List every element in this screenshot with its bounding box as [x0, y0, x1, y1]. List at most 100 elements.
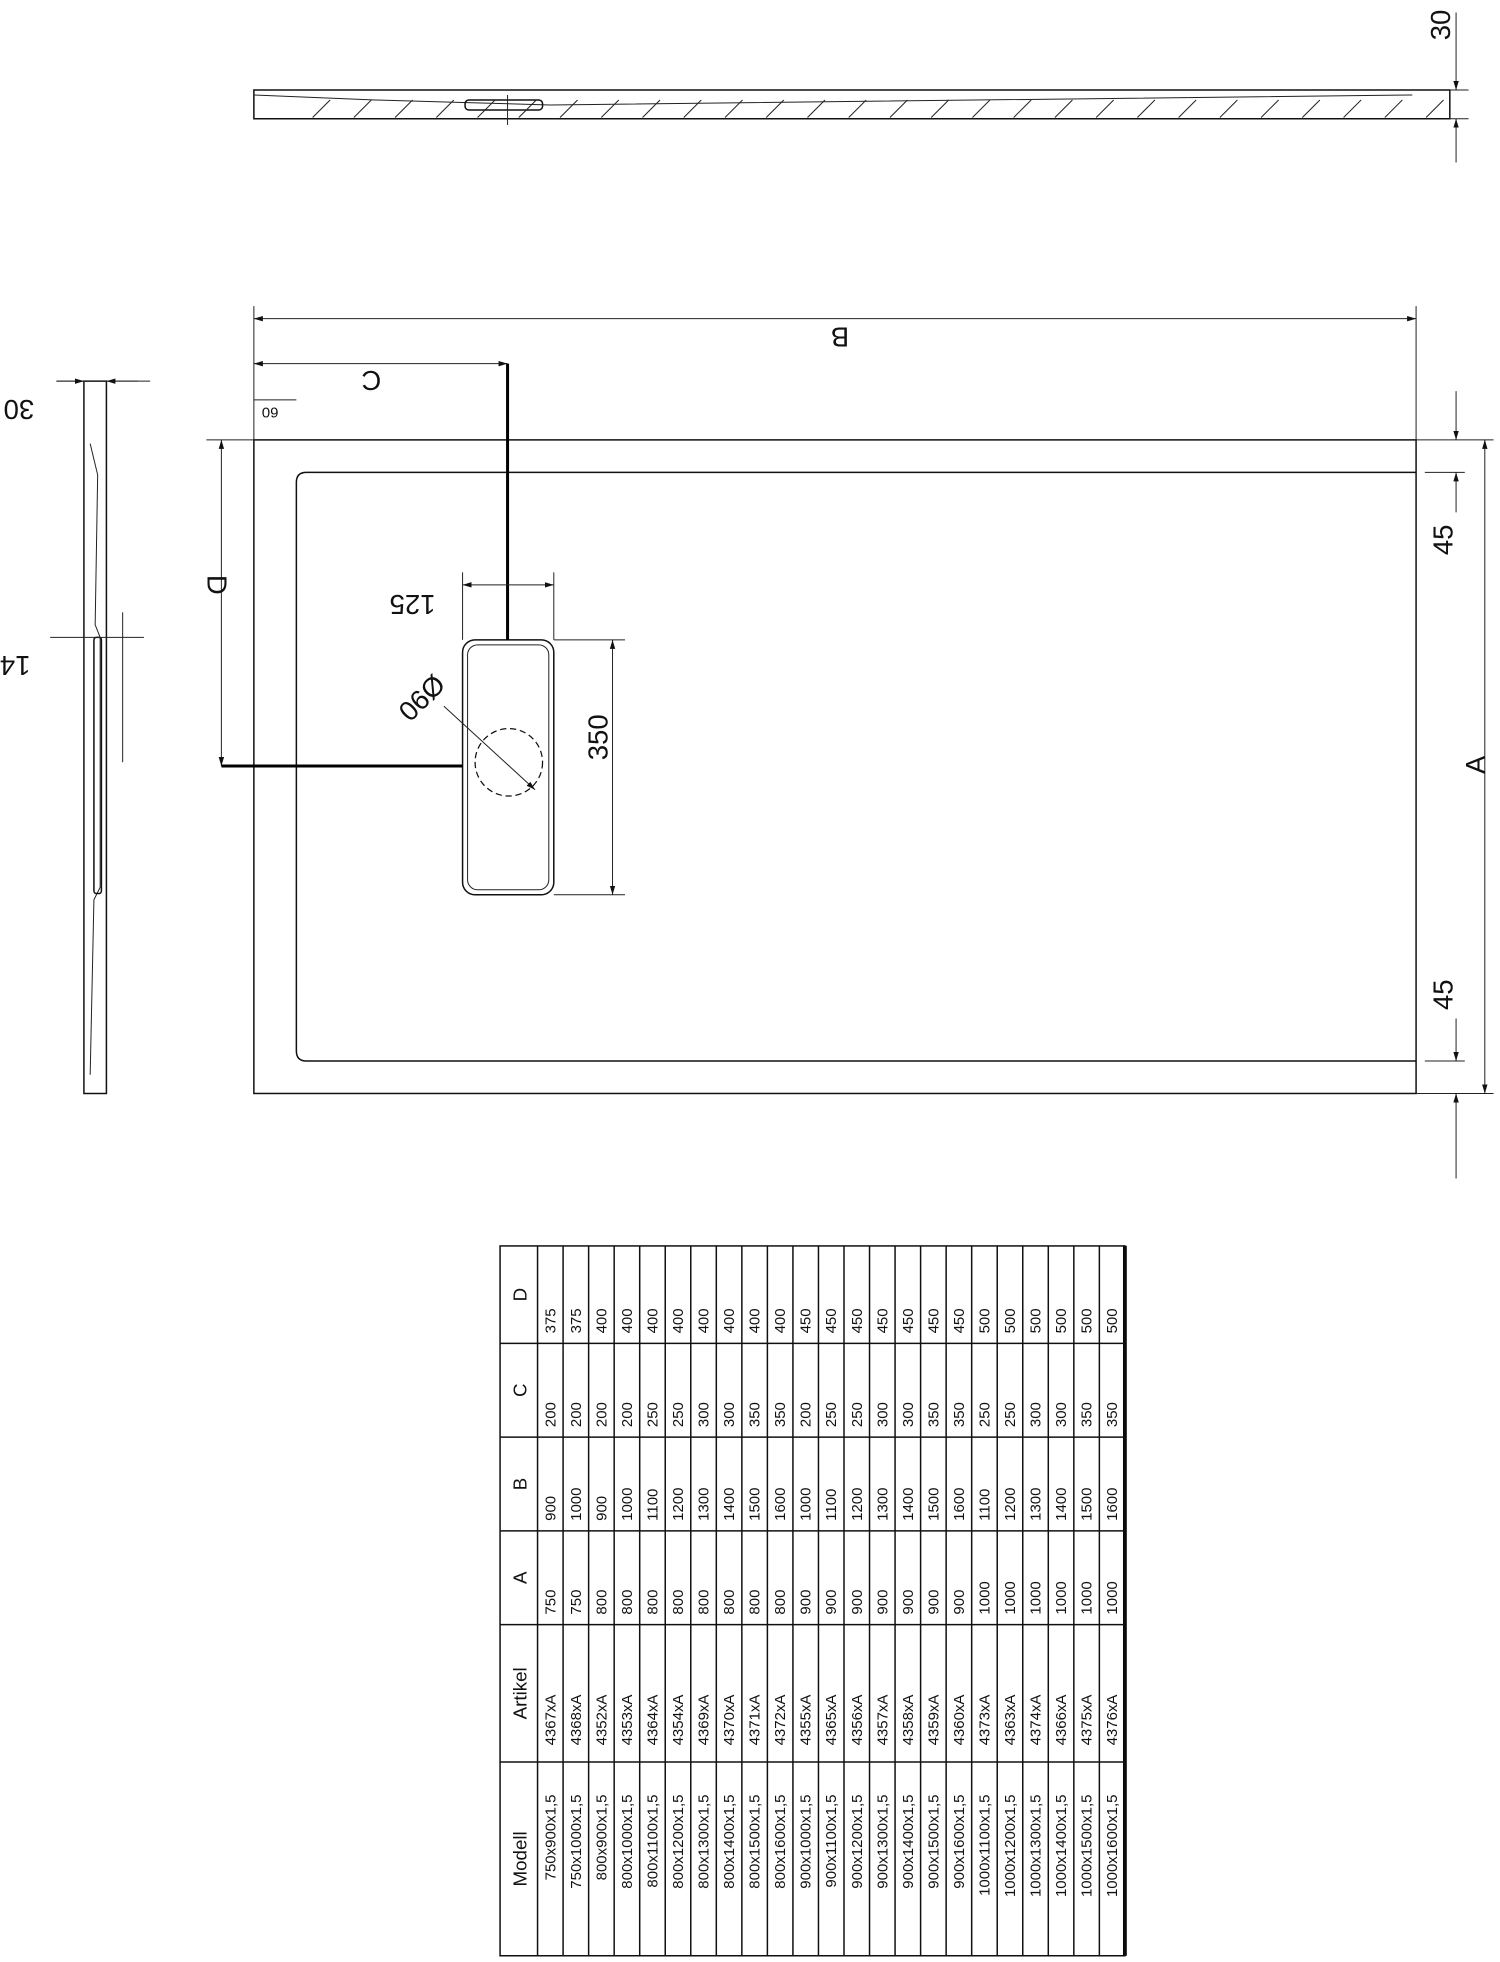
- table-cell: 4366xA: [1053, 1695, 1070, 1746]
- table-cell: 800x1100x1,5: [644, 1795, 661, 1888]
- table-cell: 450: [823, 1308, 840, 1333]
- table-cell: 800x1600x1,5: [772, 1795, 789, 1889]
- plan-view: B C 60 D 125 350 Ø90 A 45 45: [202, 306, 1494, 1179]
- left-side-view: 30 14: [0, 378, 151, 1095]
- table-cell: 4370xA: [721, 1695, 738, 1746]
- table-cell: 1200: [849, 1488, 866, 1521]
- table-cell: 300: [1028, 1402, 1045, 1427]
- table-cell: 1600: [951, 1488, 968, 1521]
- table-header-modell: Modell: [509, 1831, 530, 1886]
- side-thickness-label: 30: [4, 394, 35, 425]
- table-cell: 1100: [823, 1489, 840, 1521]
- table-cell: 4358xA: [900, 1695, 917, 1746]
- table-cell: 1000: [568, 1488, 585, 1521]
- table-cell: 1000: [1002, 1581, 1019, 1614]
- table-cell: 800: [747, 1590, 764, 1615]
- table-cell: 900: [593, 1496, 610, 1521]
- table-cell: 1200: [670, 1488, 687, 1521]
- table-cell: 250: [849, 1402, 866, 1427]
- dimension-table: ModellArtikelABCD750x900x1,54367xA750900…: [499, 1245, 1127, 1957]
- table-cell: 900: [823, 1590, 840, 1615]
- table-cell: 1000x1500x1,5: [1079, 1795, 1096, 1897]
- table-header-c: C: [509, 1384, 530, 1398]
- table-cell: 4356xA: [849, 1695, 866, 1746]
- table-cell: 1600: [772, 1488, 789, 1521]
- table-cell: 800: [772, 1590, 789, 1615]
- table-cell: 4354xA: [670, 1695, 687, 1746]
- table-cell: 400: [670, 1308, 687, 1333]
- table-cell: 4375xA: [1079, 1695, 1096, 1746]
- table-cell: 350: [772, 1402, 789, 1427]
- length-A-label: A: [1460, 755, 1491, 774]
- table-cell: 800x1000x1,5: [619, 1795, 636, 1889]
- table-cell: 800: [593, 1590, 610, 1615]
- table-cell: 900x1300x1,5: [874, 1795, 891, 1889]
- width-B-label: B: [831, 321, 849, 352]
- table-cell: 1100: [976, 1489, 993, 1521]
- table-cell: 4365xA: [823, 1695, 840, 1746]
- table-cell: 1000: [1079, 1581, 1096, 1614]
- table-cell: 4363xA: [1002, 1695, 1019, 1746]
- table-cell: 1000: [976, 1581, 993, 1614]
- table-cell: 750: [542, 1590, 559, 1615]
- table-cell: 800x1200x1,5: [670, 1795, 687, 1889]
- table-cell: 300: [721, 1402, 738, 1427]
- table-cell: 4371xA: [747, 1695, 764, 1746]
- table-cell: 500: [1053, 1308, 1070, 1333]
- table-cell: 1000x1200x1,5: [1002, 1795, 1019, 1897]
- table-cell: 250: [670, 1402, 687, 1427]
- table-cell: 1500: [747, 1488, 764, 1521]
- table-cell: 4352xA: [593, 1695, 610, 1746]
- table-cell: 1000x1600x1,5: [1104, 1795, 1121, 1897]
- table-cell: 750: [568, 1590, 585, 1615]
- table-cell: 4355xA: [798, 1695, 815, 1746]
- table-cell: 400: [772, 1308, 789, 1333]
- table-cell: 300: [696, 1402, 713, 1427]
- table-cell: 200: [542, 1402, 559, 1427]
- drain-depth-D-label: D: [202, 575, 233, 595]
- table-cell: 750x900x1,5: [542, 1795, 559, 1881]
- table-cell: 800: [670, 1590, 687, 1615]
- table-cell: 800: [721, 1590, 738, 1615]
- table-cell: 500: [1002, 1308, 1019, 1333]
- table-cell: 500: [1104, 1308, 1121, 1333]
- table-cell: 1300: [874, 1488, 891, 1521]
- table-cell: 900x1100x1,5: [823, 1795, 840, 1888]
- table-cell: 900: [798, 1590, 815, 1615]
- table-cell: 1400: [900, 1488, 917, 1521]
- table-cell: 1400: [721, 1488, 738, 1521]
- table-cell: 1500: [1079, 1488, 1096, 1521]
- drain-offset-C-label: C: [361, 365, 381, 396]
- table-cell: 4367xA: [542, 1695, 559, 1746]
- table-cell: 4374xA: [1028, 1695, 1045, 1746]
- table-cell: 200: [568, 1402, 585, 1427]
- table-cell: 1000x1300x1,5: [1028, 1795, 1045, 1897]
- table-cell: 750x1000x1,5: [568, 1795, 585, 1889]
- table-cell: 300: [900, 1402, 917, 1427]
- table-cell: 800x1300x1,5: [696, 1795, 713, 1889]
- table-cell: 900: [925, 1590, 942, 1615]
- table-cell: 375: [568, 1308, 585, 1333]
- table-cell: 900x1000x1,5: [798, 1795, 815, 1889]
- table-cell: 1000x1400x1,5: [1053, 1795, 1070, 1897]
- table-cell: 450: [951, 1308, 968, 1333]
- table-cell: 400: [747, 1308, 764, 1333]
- table-cell: 450: [925, 1308, 942, 1333]
- table-cell: 1300: [1028, 1488, 1045, 1521]
- table-header-artikel: Artikel: [509, 1667, 530, 1719]
- table-cell: 4372xA: [772, 1695, 789, 1746]
- table-cell: 4373xA: [976, 1695, 993, 1746]
- margin-top-label: 45: [1427, 525, 1458, 556]
- table-cell: 200: [798, 1402, 815, 1427]
- table-cell: 4359xA: [925, 1695, 942, 1746]
- table-cell: 1000: [798, 1488, 815, 1521]
- edge-60-label: 60: [262, 403, 279, 420]
- table-cell: 800x1400x1,5: [721, 1795, 738, 1889]
- table-cell: 1000: [1053, 1581, 1070, 1614]
- table-cell: 4376xA: [1104, 1695, 1121, 1746]
- table-cell: 900x1400x1,5: [900, 1795, 917, 1889]
- table-cell: 800x900x1,5: [593, 1795, 610, 1881]
- table-cell: 1100: [644, 1489, 661, 1521]
- table-cell: 250: [1002, 1402, 1019, 1427]
- table-cell: 350: [747, 1402, 764, 1427]
